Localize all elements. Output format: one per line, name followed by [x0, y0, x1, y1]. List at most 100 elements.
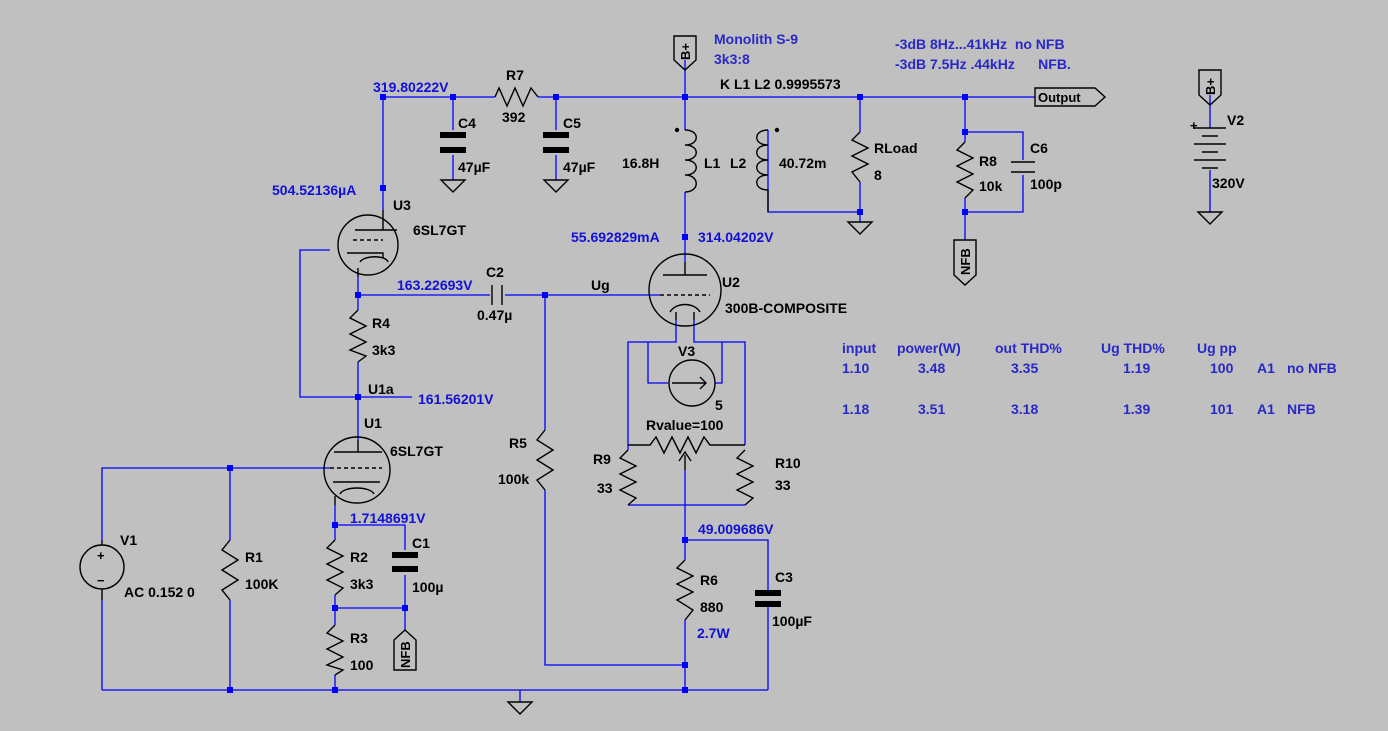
pot-value: Rvalue=100 [646, 417, 724, 433]
resistor-r6[interactable] [675, 559, 695, 621]
table-header-input: input [842, 340, 877, 356]
table-header-ug-thd: Ug THD% [1101, 340, 1165, 356]
v2-value: 320V [1212, 175, 1245, 191]
bplus-label: B+ [678, 43, 693, 60]
table-row1-power: 3.48 [918, 360, 945, 376]
table-row1-ug-pp: 100 [1210, 360, 1234, 376]
capacitor-c5[interactable] [543, 132, 569, 153]
c4-name: C4 [458, 115, 476, 131]
v1-name: V1 [120, 532, 137, 548]
component-labels: R7 392 C4 47µF C5 47µF 16.8H L1 L2 40.72… [120, 67, 1245, 673]
ug-net-label: Ug [591, 277, 610, 293]
nfb-flag-top: NFB [953, 239, 977, 286]
table-row2-out-thd: 3.18 [1011, 401, 1038, 417]
potentiometer[interactable] [628, 435, 745, 470]
resistor-r1[interactable] [220, 539, 240, 601]
l2-name: L2 [730, 155, 747, 171]
capacitor-c2[interactable] [491, 285, 503, 305]
resistor-r4[interactable] [348, 309, 368, 363]
r4-value: 3k3 [372, 342, 396, 358]
resistor-r9[interactable] [618, 449, 638, 506]
inductor-l2[interactable] [756, 127, 780, 212]
nv-u1-cathode: 1.7148691V [350, 510, 426, 526]
table-header-power: power(W) [897, 340, 961, 356]
r4-name: R4 [372, 315, 390, 331]
output-flag[interactable]: Output [1034, 87, 1107, 107]
c6-value: 100p [1030, 176, 1062, 192]
directive-ratio: 3k3:8 [714, 51, 750, 67]
directive-bw-no-nfb: -3dB 8Hz...41kHz no NFB [895, 36, 1065, 52]
voltage-source-v1[interactable]: + − [79, 540, 125, 600]
l2-value: 40.72m [779, 155, 826, 171]
resistor-rload[interactable] [850, 131, 870, 183]
r5-name: R5 [509, 435, 527, 451]
table-row2-class: A1 [1257, 401, 1275, 417]
inductor-l1[interactable] [674, 127, 697, 193]
u1-value: 6SL7GT [390, 443, 443, 459]
svg-text:+: + [1190, 118, 1198, 133]
tube-u1[interactable] [323, 436, 391, 505]
c3-value: 100µF [772, 613, 812, 629]
u1a-net-label: U1a [368, 381, 394, 397]
u2-name: U2 [722, 274, 740, 290]
results-table: input power(W) out THD% Ug THD% Ug pp 1.… [842, 340, 1337, 417]
tube-u2[interactable] [648, 253, 722, 327]
rload-name: RLoad [874, 140, 918, 156]
l1-value: 16.8H [622, 155, 659, 171]
table-row2-mode: NFB [1287, 401, 1316, 417]
table-row2-ug-thd: 1.39 [1123, 401, 1150, 417]
nv-u2-current: 55.692829mA [571, 229, 660, 245]
junction-dots [227, 94, 968, 693]
ground-symbols [440, 179, 1223, 715]
table-header-out-thd: out THD% [995, 340, 1062, 356]
capacitor-c4[interactable] [440, 132, 466, 153]
node-voltages: 319.80222V 504.52136µA 55.692829mA 314.0… [272, 79, 774, 537]
v3-name: V3 [678, 343, 695, 359]
r6-power: 2.7W [697, 625, 730, 641]
v2-name: V2 [1227, 112, 1244, 128]
battery-v2[interactable]: + [1190, 118, 1226, 169]
capacitor-c3[interactable] [755, 590, 781, 607]
r7-value: 392 [502, 109, 526, 125]
wires [101, 60, 1211, 702]
r3-name: R3 [350, 630, 368, 646]
table-row2-input: 1.18 [842, 401, 869, 417]
c2-name: C2 [486, 264, 504, 280]
r9-name: R9 [593, 451, 611, 467]
nfb-flag-bottom: NFB [393, 629, 417, 671]
nv-u2-cathode: 49.009686V [698, 521, 774, 537]
c3-name: C3 [775, 569, 793, 585]
output-label: Output [1038, 90, 1081, 105]
resistor-r3[interactable] [325, 624, 345, 676]
nv-u2-plate: 314.04202V [698, 229, 774, 245]
capacitor-c1[interactable] [392, 552, 418, 572]
current-source-v3[interactable] [668, 359, 716, 407]
u3-name: U3 [393, 197, 411, 213]
nv-u1a: 161.56201V [418, 391, 494, 407]
c4-value: 47µF [458, 159, 491, 175]
capacitor-c6[interactable] [1011, 161, 1035, 173]
c5-name: C5 [563, 115, 581, 131]
tube-u3[interactable] [337, 210, 399, 277]
u2-value: 300B-COMPOSITE [725, 300, 847, 316]
resistor-r8[interactable] [955, 141, 975, 199]
bplus-flag-top: B+ [673, 35, 697, 71]
resistor-r2[interactable] [325, 539, 345, 596]
table-row1-mode: no NFB [1287, 360, 1337, 376]
c2-value: 0.47µ [477, 307, 512, 323]
table-row2-power: 3.51 [918, 401, 945, 417]
r10-value: 33 [775, 477, 791, 493]
r2-name: R2 [350, 549, 368, 565]
nv-u3-current: 504.52136µA [272, 182, 356, 198]
table-row1-ug-thd: 1.19 [1123, 360, 1150, 376]
r7-name: R7 [506, 67, 524, 83]
table-row1-input: 1.10 [842, 360, 869, 376]
resistor-r5[interactable] [535, 429, 555, 491]
r6-name: R6 [700, 572, 718, 588]
r8-value: 10k [979, 178, 1003, 194]
resistor-r7[interactable] [494, 86, 539, 108]
resistor-r10[interactable] [735, 449, 755, 506]
nv-c2-left: 163.22693V [397, 277, 473, 293]
r10-name: R10 [775, 455, 801, 471]
nv-r7-left: 319.80222V [373, 79, 449, 95]
